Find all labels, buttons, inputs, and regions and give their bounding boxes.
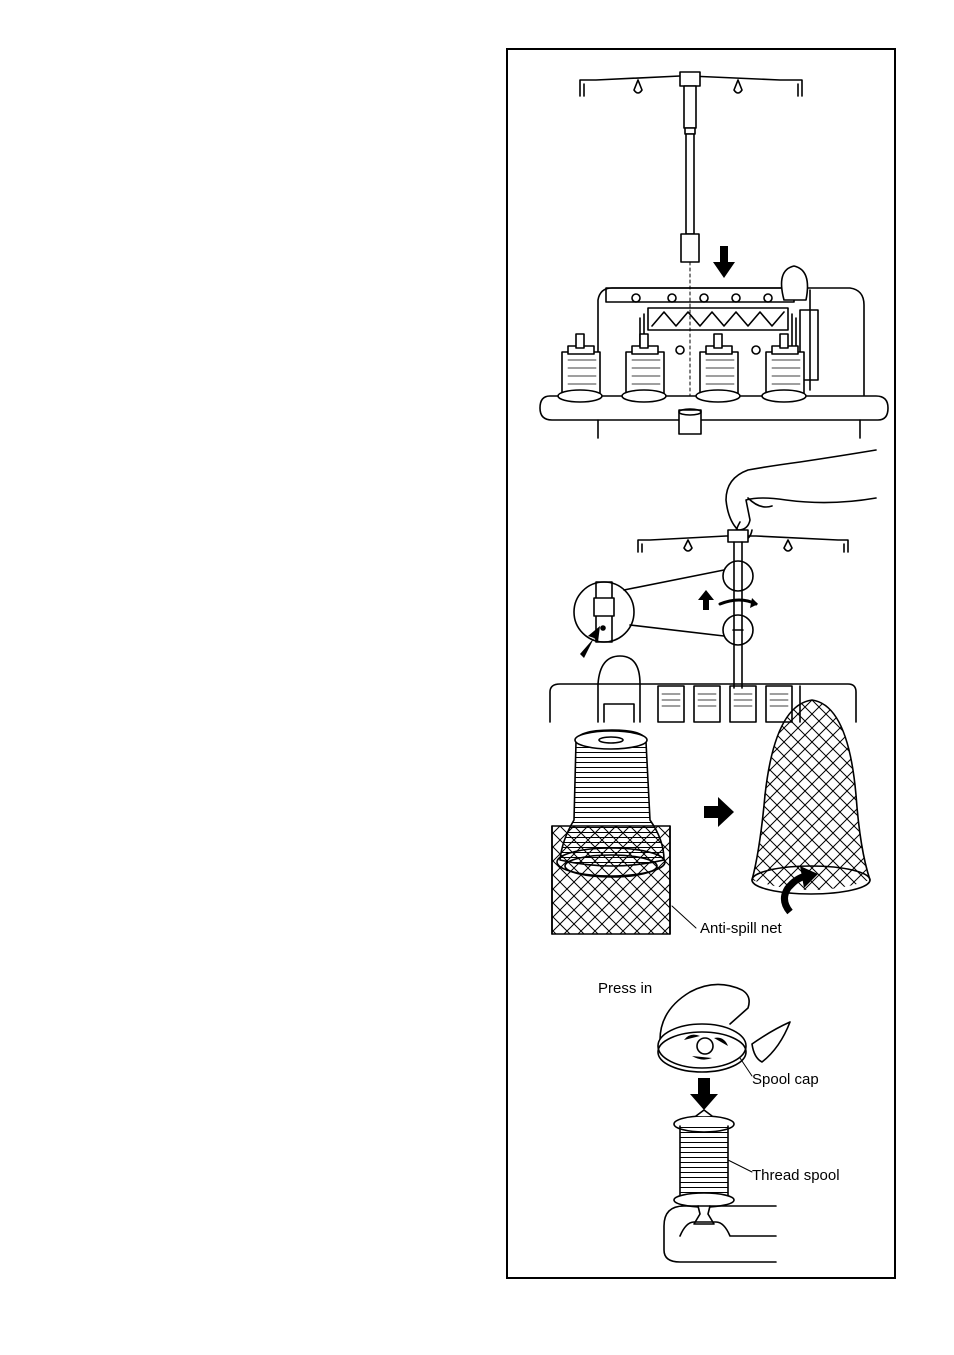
thread-stand-figure xyxy=(540,72,888,438)
anti-spill-net-label: Anti-spill net xyxy=(700,920,782,938)
press-in-label: Press in xyxy=(598,980,652,998)
spool-cap-figure xyxy=(658,984,790,1262)
anti-spill-net-figure xyxy=(552,690,880,934)
thread-spool-label: Thread spool xyxy=(752,1167,840,1185)
rod-extension-figure xyxy=(550,450,876,722)
spool-cap-label: Spool cap xyxy=(752,1071,819,1089)
